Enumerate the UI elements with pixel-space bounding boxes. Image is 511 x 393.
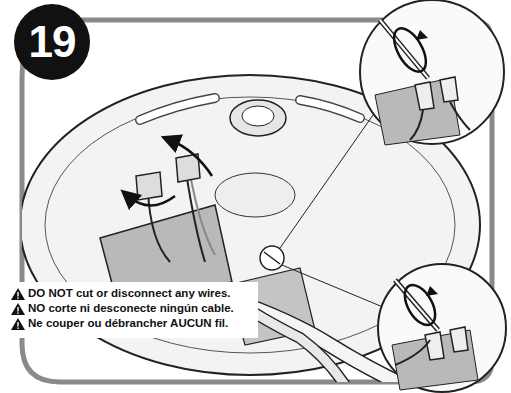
- warning-panel: [8, 282, 258, 338]
- detail-inset: [378, 264, 506, 392]
- warning-icons: [11, 288, 25, 330]
- warning-text: NO corte ni desconecte ningún cable.: [28, 301, 234, 316]
- step-badge: 19: [14, 4, 90, 80]
- warning-text: Ne couper ou débrancher AUCUN fil.: [28, 316, 228, 331]
- strain-relief: [136, 154, 200, 200]
- step-number: 19: [29, 20, 76, 64]
- detail-inset: [360, 0, 504, 145]
- warning-text: DO NOT cut or disconnect any wires.: [28, 286, 231, 301]
